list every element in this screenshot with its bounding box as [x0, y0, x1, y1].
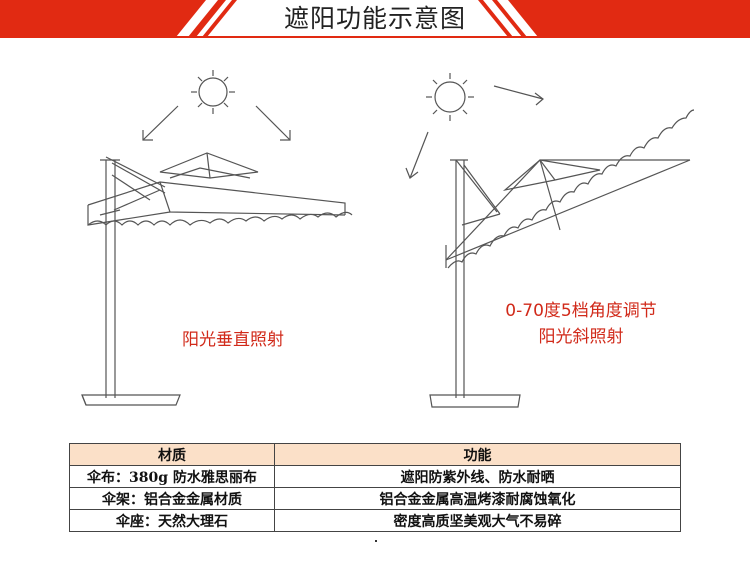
table-row: 伞座：天然大理石 密度高质坚美观大气不易碎	[69, 509, 681, 532]
caption-vertical-light: 阳光垂直照射	[182, 330, 284, 350]
column-header-function: 功能	[274, 443, 681, 466]
sun-icon	[426, 73, 474, 121]
header-left-stripe	[0, 0, 206, 37]
right-umbrella	[429, 109, 695, 408]
umbrella-illustration	[81, 70, 695, 408]
caption-angle-line1: 0-70度5档角度调节	[505, 301, 657, 321]
spec-table: 材质 功能 伞布：380g 防水雅思丽布 遮阳防紫外线、防水耐晒 伞架：铝合金金…	[69, 443, 681, 532]
caption-angle-adjust: 0-70度5档角度调节 阳光斜照射	[486, 298, 676, 350]
arrow-icon	[255, 105, 291, 141]
decorative-dot	[375, 540, 377, 542]
table-cell-material: 伞布：380g 防水雅思丽布	[69, 465, 275, 488]
left-umbrella	[81, 152, 353, 406]
table-cell-function: 遮阳防紫外线、防水耐晒	[274, 465, 681, 488]
arrow-icon	[405, 131, 429, 179]
arrow-icon	[493, 85, 544, 106]
table-header-row: 材质 功能	[69, 443, 681, 466]
table-row: 伞架：铝合金金属材质 铝合金金属高温烤漆耐腐蚀氧化	[69, 487, 681, 510]
sun-icon	[191, 70, 235, 114]
table-cell-material: 伞座：天然大理石	[69, 509, 275, 532]
table-cell-function: 铝合金金属高温烤漆耐腐蚀氧化	[274, 487, 681, 510]
caption-angle-line2: 阳光斜照射	[538, 327, 624, 347]
table-cell-function: 密度高质坚美观大气不易碎	[274, 509, 681, 532]
column-header-material: 材质	[69, 443, 275, 466]
arrow-icon	[142, 105, 179, 141]
header-right-stripe	[508, 0, 750, 37]
table-cell-material: 伞架：铝合金金属材质	[69, 487, 275, 510]
page-title: 遮阳功能示意图	[283, 4, 466, 33]
table-row: 伞布：380g 防水雅思丽布 遮阳防紫外线、防水耐晒	[69, 465, 681, 488]
header-banner	[0, 0, 750, 38]
